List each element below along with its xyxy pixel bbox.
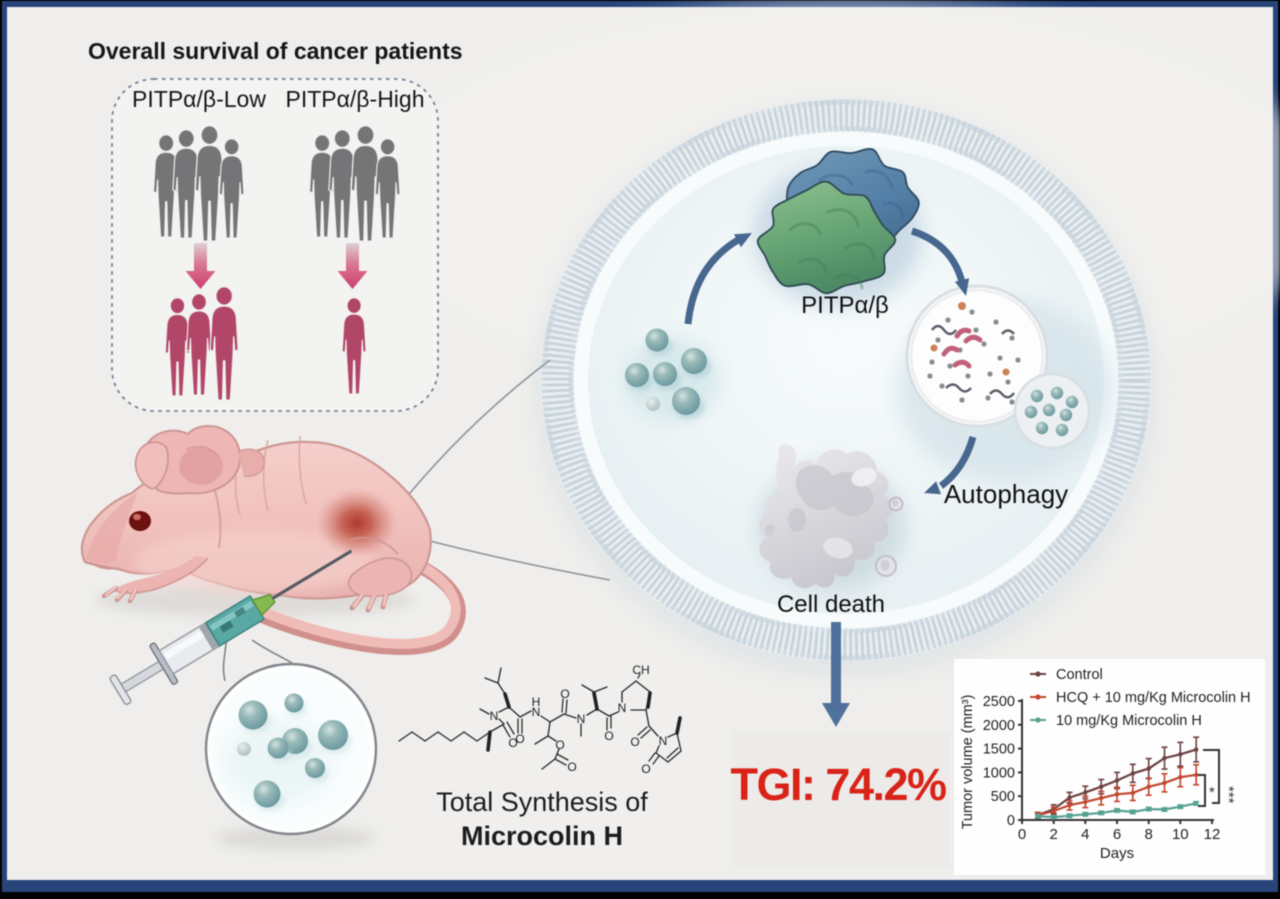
- svg-text:TGI: 74.2%: TGI: 74.2%: [730, 759, 946, 810]
- svg-text:O: O: [508, 736, 517, 750]
- svg-text:Control: Control: [1056, 667, 1103, 683]
- svg-text:O: O: [555, 738, 564, 752]
- svg-text:2000: 2000: [983, 718, 1015, 734]
- svg-text:N: N: [577, 712, 586, 726]
- svg-text:Total Synthesis of: Total Synthesis of: [436, 787, 648, 817]
- svg-text:O: O: [560, 687, 569, 701]
- svg-text:2500: 2500: [983, 694, 1015, 710]
- svg-text:H: H: [532, 695, 541, 709]
- svg-text:6: 6: [1113, 826, 1121, 843]
- svg-text:HCQ + 10 mg/Kg Microcolin H: HCQ + 10 mg/Kg Microcolin H: [1056, 690, 1251, 706]
- svg-text:0: 0: [1007, 813, 1015, 829]
- svg-text:1500: 1500: [983, 742, 1015, 758]
- svg-text:10 mg/Kg Microcolin H: 10 mg/Kg Microcolin H: [1056, 713, 1202, 729]
- svg-text:1000: 1000: [983, 765, 1015, 781]
- svg-text:CH: CH: [632, 663, 649, 677]
- svg-text:O: O: [641, 762, 650, 776]
- svg-text:*: *: [1209, 784, 1215, 801]
- svg-text:PITPα/β: PITPα/β: [801, 292, 889, 319]
- svg-text:4: 4: [1081, 826, 1089, 843]
- svg-text:N: N: [618, 701, 627, 715]
- svg-text:O: O: [630, 735, 639, 749]
- svg-text:10: 10: [1172, 826, 1189, 843]
- svg-text:***: ***: [1220, 786, 1237, 804]
- svg-text:N: N: [490, 709, 499, 723]
- svg-text:Autophagy: Autophagy: [944, 479, 1068, 509]
- svg-text:O: O: [567, 760, 576, 774]
- svg-text:Overall survival of cancer pat: Overall survival of cancer patients: [88, 38, 463, 64]
- svg-text:Days: Days: [1100, 845, 1134, 862]
- svg-text:PITPα/β-High: PITPα/β-High: [286, 86, 425, 112]
- svg-text:O: O: [515, 732, 524, 746]
- svg-text:Cell death: Cell death: [777, 591, 885, 618]
- svg-text:2: 2: [1050, 826, 1058, 843]
- svg-text:12: 12: [1204, 826, 1221, 843]
- svg-text:N: N: [532, 705, 541, 719]
- svg-text:O: O: [604, 729, 613, 743]
- svg-text:Tumor volume (mm³): Tumor volume (mm³): [960, 695, 976, 830]
- svg-text:8: 8: [1145, 826, 1153, 843]
- svg-text:N: N: [659, 734, 668, 748]
- svg-text:500: 500: [991, 789, 1015, 805]
- svg-text:PITPα/β-Low: PITPα/β-Low: [132, 86, 266, 112]
- svg-text:Microcolin H: Microcolin H: [461, 821, 623, 851]
- svg-text:0: 0: [1018, 826, 1026, 843]
